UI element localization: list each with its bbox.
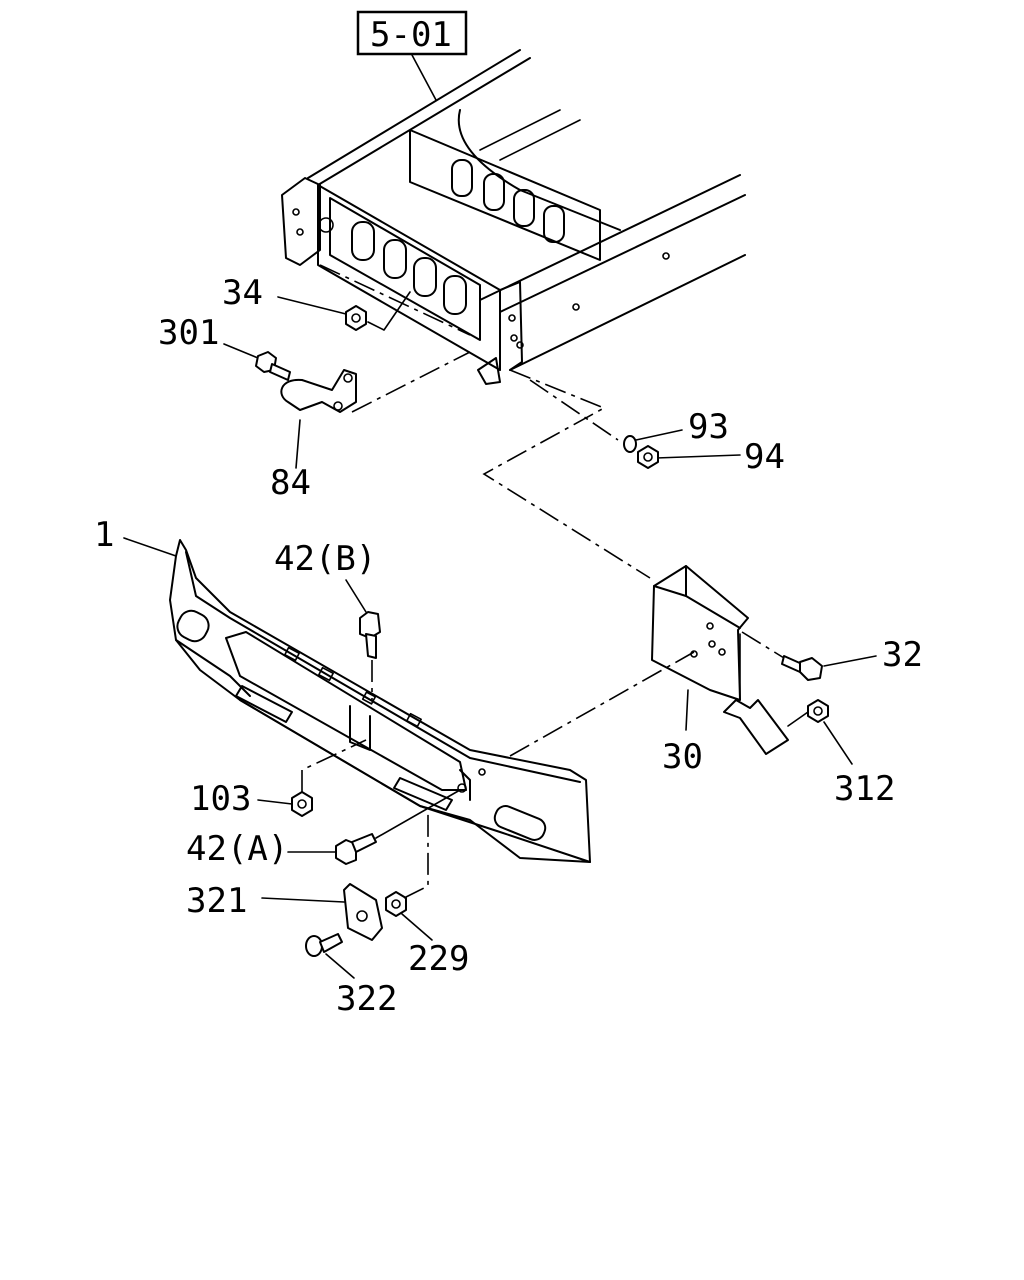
reference-box: 5-01 — [356, 10, 468, 101]
nut-312 — [787, 699, 853, 765]
label-42b: 42(B) — [274, 539, 376, 579]
bracket-321 — [261, 883, 383, 941]
nut-103 — [257, 739, 367, 817]
upper-leader-lines — [223, 291, 741, 579]
screw-322 — [305, 933, 355, 979]
bumper-bracket-line — [509, 651, 695, 757]
label-312: 312 — [834, 769, 895, 809]
tow-hook-84 — [280, 369, 357, 413]
label-229: 229 — [408, 939, 469, 979]
label-103: 103 — [190, 779, 251, 819]
label-34: 34 — [222, 273, 263, 313]
bolt-42b — [345, 579, 381, 700]
label-93: 93 — [688, 407, 729, 447]
bracket-30 — [651, 565, 789, 755]
bolt-32 — [741, 631, 877, 681]
label-94: 94 — [744, 437, 785, 477]
reference-label: 5-01 — [370, 15, 452, 55]
label-42a: 42(A) — [186, 829, 288, 869]
leader-1 — [123, 537, 177, 557]
nut-229 — [385, 810, 433, 941]
washer-93 — [623, 435, 637, 453]
bumper-1 — [169, 539, 591, 863]
nut-94 — [637, 445, 659, 469]
callout-labels: 1 34 301 84 93 94 42(B) 32 30 312 103 42… — [94, 273, 923, 1019]
label-301: 301 — [158, 313, 219, 353]
nut-34 — [345, 305, 367, 331]
bolt-42a — [287, 789, 461, 865]
leader-30 — [685, 689, 689, 731]
label-30: 30 — [662, 737, 703, 777]
label-1: 1 — [94, 515, 114, 555]
bolt-301 — [255, 351, 291, 381]
chassis-frame — [281, 49, 746, 385]
label-32: 32 — [882, 635, 923, 675]
label-322: 322 — [336, 979, 397, 1019]
label-321: 321 — [186, 881, 247, 921]
label-84: 84 — [270, 463, 311, 503]
